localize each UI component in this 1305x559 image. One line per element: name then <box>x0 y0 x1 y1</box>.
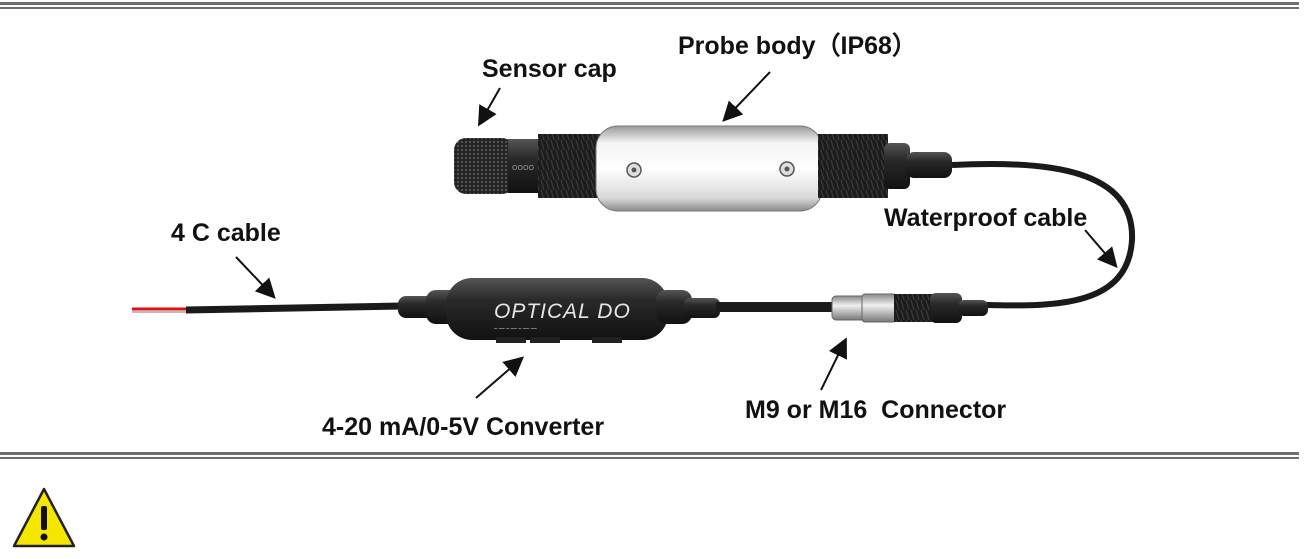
arrow-converter <box>475 356 525 399</box>
svg-text:━ ━━ ━ ━━ ━ ━━ ━━: ━ ━━ ━ ━━ ━ ━━ ━━ <box>493 326 538 332</box>
sensor-cap: OOOO <box>454 138 542 194</box>
probe-thread-right <box>818 134 888 198</box>
label-probe-body: Probe body（IP68） <box>678 31 917 60</box>
converter-brand: OPTICAL DO <box>494 300 631 323</box>
label-sensor-cap: Sensor cap <box>482 55 617 83</box>
arrow-sensor-cap <box>478 87 501 127</box>
cable-gland <box>906 152 952 178</box>
top-divider <box>0 2 1299 9</box>
bottom-divider <box>0 452 1299 459</box>
label-converter: 4-20 mA/0-5V Converter <box>322 413 604 441</box>
probe-thread-left <box>538 134 604 198</box>
converter-module: OPTICAL DO ━ ━━ ━ ━━ ━ ━━ ━━ <box>398 278 720 343</box>
arrow-four-c-cable <box>235 256 276 299</box>
arrow-waterproof-cable <box>1084 229 1118 269</box>
arrow-probe-body <box>722 71 771 122</box>
waterproof-cable <box>951 160 1136 309</box>
connector <box>831 293 988 323</box>
label-four-c-cable: 4 C cable <box>171 219 281 247</box>
svg-text:OOOO: OOOO <box>512 164 535 172</box>
warning-icon <box>12 487 76 548</box>
probe-end-cap <box>884 143 910 189</box>
arrow-connector <box>820 337 847 391</box>
probe-body <box>595 125 823 212</box>
label-waterproof-cable: Waterproof cable <box>884 204 1087 232</box>
four-c-cable <box>185 302 405 314</box>
label-connector: M9 or M16 Connector <box>745 396 1006 424</box>
